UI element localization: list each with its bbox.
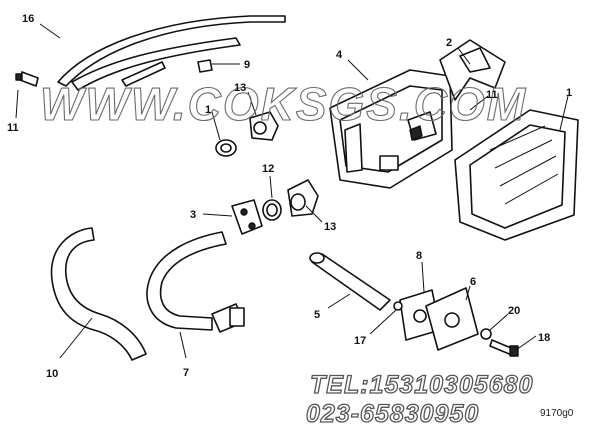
- callout-4: 4: [336, 49, 343, 61]
- callout-1-right: 1: [566, 87, 572, 99]
- callout-1-upper: 1: [205, 104, 211, 116]
- callout-5: 5: [314, 309, 320, 321]
- bracket-3: [231, 199, 263, 235]
- fitting-13-upper: [249, 111, 279, 141]
- callout-17: 17: [354, 335, 366, 347]
- washer-20: [480, 328, 492, 340]
- breather-housing-4: [329, 69, 453, 189]
- tube-7: [146, 231, 245, 333]
- callout-16: 16: [22, 13, 34, 25]
- callout-10: 10: [46, 368, 58, 380]
- callout-3: 3: [190, 209, 196, 221]
- ring-12: [262, 199, 282, 221]
- fitting-13-lower: [287, 179, 319, 217]
- leader-lines: [15, 23, 569, 359]
- watermark-tel: TEL:15310305680: [310, 371, 533, 399]
- watermark-site: WWW.COKSGS.COM: [40, 78, 527, 130]
- callout-9: 9: [244, 59, 250, 71]
- rocker-cover-1: [454, 109, 579, 241]
- fitting-9: [197, 59, 213, 73]
- bracket-2: [439, 39, 506, 101]
- watermark-phone: 023-65830950: [306, 400, 479, 428]
- callout-8: 8: [416, 250, 422, 262]
- watermark: WWW.COKSGS.COM TEL:15310305680 023-65830…: [39, 77, 533, 428]
- ring-1-upper: [215, 139, 237, 157]
- callout-6: 6: [470, 276, 476, 288]
- callout-20: 20: [508, 305, 520, 317]
- hose-10: [50, 227, 147, 361]
- callout-2: 2: [446, 37, 452, 49]
- callout-13-upper: 13: [234, 82, 246, 94]
- figure-code: 9170g0: [540, 408, 574, 419]
- oring-17: [393, 301, 403, 311]
- callout-7: 7: [183, 367, 189, 379]
- callout-12: 12: [262, 163, 274, 175]
- callout-11: 11: [7, 122, 19, 134]
- hose-16: [15, 15, 286, 91]
- callout-11-right: 11: [486, 89, 498, 101]
- flange-6: [425, 287, 479, 351]
- callout-labels: 16 11 9 13 1 4 2 11 1 12 3 13 8 6 5 20 1…: [7, 13, 572, 380]
- pipe-5: [309, 252, 391, 311]
- callout-18: 18: [538, 332, 550, 344]
- bolt-18: [489, 339, 519, 357]
- callout-13-lower: 13: [324, 221, 336, 233]
